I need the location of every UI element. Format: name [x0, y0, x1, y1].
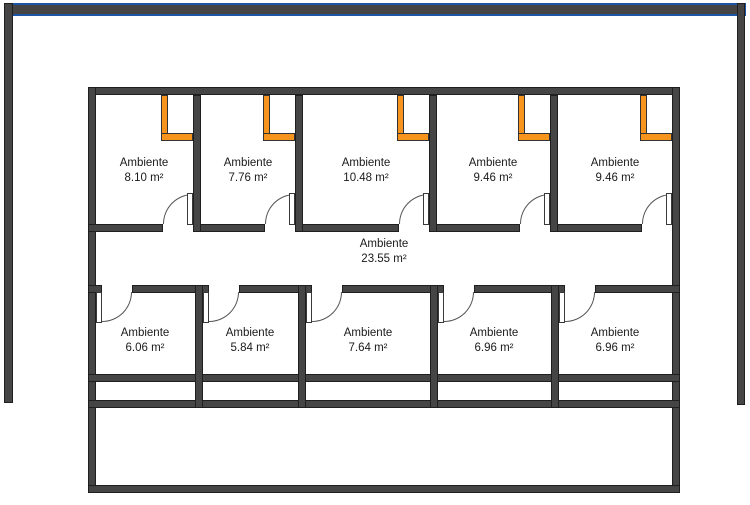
site-wall-left[interactable]	[4, 3, 13, 403]
room-tag[interactable]: Ambiente 6.96 m²	[591, 326, 640, 356]
door-leaf[interactable]	[289, 193, 295, 225]
room-name: Ambiente	[341, 157, 391, 169]
partition-bottom-row[interactable]	[430, 285, 438, 408]
door-leaf[interactable]	[187, 193, 193, 225]
room-area: 8.10 m²	[124, 172, 164, 184]
shaft-wall-horizontal[interactable]	[263, 133, 295, 141]
shaft-wall-horizontal[interactable]	[640, 133, 672, 141]
shaft-wall-horizontal[interactable]	[161, 133, 193, 141]
corridor-wall-bottom-segment[interactable]	[88, 285, 102, 293]
room-name: Ambiente	[469, 327, 519, 339]
room-area: 6.96 m²	[595, 342, 635, 354]
room-area: 6.06 m²	[125, 342, 165, 354]
room-name: Ambiente	[119, 157, 169, 169]
door-swing-arc[interactable]	[312, 292, 342, 322]
site-wall-top-blue[interactable]	[4, 3, 746, 16]
partition-top-row[interactable]	[295, 95, 303, 232]
room-tag[interactable]: Ambiente 7.76 m²	[224, 156, 273, 186]
corridor-wall-bottom-segment[interactable]	[342, 285, 444, 293]
door-leaf[interactable]	[306, 292, 312, 323]
room-tag[interactable]: Ambiente 7.64 m²	[344, 326, 393, 356]
room-area: 10.48 m²	[343, 172, 389, 184]
shaft-wall-horizontal[interactable]	[518, 133, 550, 141]
partition-bottom-row[interactable]	[195, 285, 203, 408]
corridor-wall-bottom-segment[interactable]	[239, 285, 312, 293]
room-name: Ambiente	[590, 327, 640, 339]
room-area: 6.96 m²	[474, 342, 514, 354]
room-name: Ambiente	[223, 157, 273, 169]
room-tag[interactable]: Ambiente 10.48 m²	[342, 156, 391, 186]
door-swing-arc[interactable]	[444, 292, 474, 322]
door-leaf[interactable]	[559, 292, 565, 323]
partition-top-row[interactable]	[429, 95, 437, 232]
building-wall-top[interactable]	[88, 87, 680, 95]
room-tag[interactable]: Ambiente 9.46 m²	[591, 156, 640, 186]
room-area: 7.64 m²	[348, 342, 388, 354]
door-swing-arc[interactable]	[102, 292, 132, 322]
corridor-wall-top-segment[interactable]	[429, 224, 520, 232]
door-leaf[interactable]	[96, 292, 102, 323]
room-area: 5.84 m²	[230, 342, 270, 354]
corridor-wall-top-segment[interactable]	[193, 224, 265, 232]
partition-top-row[interactable]	[550, 95, 558, 232]
partition-bottom-row[interactable]	[298, 285, 306, 408]
door-leaf[interactable]	[423, 193, 429, 225]
corridor-wall-top-segment[interactable]	[88, 224, 163, 232]
service-channel-wall[interactable]	[88, 400, 680, 408]
room-name: Ambiente	[120, 327, 170, 339]
room-name: Ambiente	[590, 157, 640, 169]
room-tag[interactable]: Ambiente 9.46 m²	[469, 156, 518, 186]
room-tag[interactable]: Ambiente 6.96 m²	[470, 326, 519, 356]
site-wall-right[interactable]	[737, 3, 745, 405]
building-wall-bottom[interactable]	[88, 485, 680, 493]
room-area: 7.76 m²	[228, 172, 268, 184]
bottom-rooms-rear-wall[interactable]	[88, 374, 680, 382]
partition-bottom-row[interactable]	[551, 285, 559, 408]
room-area: 23.55 m²	[361, 253, 407, 265]
door-leaf[interactable]	[544, 193, 550, 225]
room-name: Ambiente	[359, 238, 409, 250]
corridor-wall-bottom-segment[interactable]	[474, 285, 565, 293]
shaft-wall-horizontal[interactable]	[397, 133, 429, 141]
corridor-wall-bottom-segment[interactable]	[132, 285, 209, 293]
room-tag[interactable]: Ambiente 23.55 m²	[360, 237, 409, 267]
room-name: Ambiente	[468, 157, 518, 169]
room-area: 9.46 m²	[595, 172, 635, 184]
room-name: Ambiente	[343, 327, 393, 339]
room-tag[interactable]: Ambiente 5.84 m²	[226, 326, 275, 356]
room-tag[interactable]: Ambiente 8.10 m²	[120, 156, 169, 186]
door-leaf[interactable]	[438, 292, 444, 323]
door-leaf[interactable]	[666, 193, 672, 225]
door-leaf[interactable]	[203, 292, 209, 323]
room-area: 9.46 m²	[473, 172, 513, 184]
room-tag[interactable]: Ambiente 6.06 m²	[121, 326, 170, 356]
room-name: Ambiente	[225, 327, 275, 339]
partition-top-row[interactable]	[193, 95, 201, 232]
door-swing-arc[interactable]	[209, 292, 239, 322]
corridor-wall-top-segment[interactable]	[550, 224, 642, 232]
corridor-wall-top-segment[interactable]	[295, 224, 399, 232]
door-swing-arc[interactable]	[565, 292, 595, 322]
corridor-wall-bottom-segment[interactable]	[595, 285, 680, 293]
